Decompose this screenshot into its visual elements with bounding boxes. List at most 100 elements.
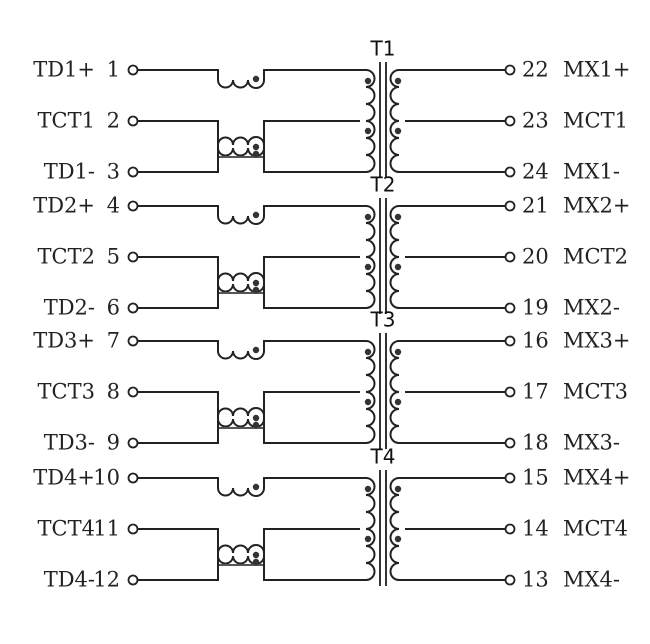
right-signal-name: MX4+ (563, 466, 630, 490)
pin-terminal (127, 251, 139, 263)
right-pin-number: 16 (522, 329, 549, 353)
pin-terminal (504, 523, 516, 535)
right-pin-number: 17 (522, 380, 549, 404)
left-signal-name: TD4- (44, 568, 95, 592)
pin-terminal (504, 335, 516, 347)
left-signal-name: TD4+ (33, 466, 95, 490)
polarity-dot (252, 211, 260, 219)
secondary-winding (389, 205, 405, 309)
right-signal-name: MCT4 (563, 517, 628, 541)
pin-terminal (504, 64, 516, 76)
pin-terminal (504, 166, 516, 178)
left-signal-name: TD3+ (33, 329, 95, 353)
choke-lower-winding (137, 407, 360, 444)
pin-terminal (504, 302, 516, 314)
polarity-dot (364, 398, 372, 406)
primary-winding (360, 340, 376, 444)
choke-upper-winding (137, 120, 360, 157)
left-signal-name: TD3- (44, 431, 95, 455)
polarity-dot (252, 414, 260, 422)
right-pin-number: 14 (522, 517, 549, 541)
transformer-label: T4 (370, 445, 396, 469)
polarity-dot (252, 483, 260, 491)
secondary-winding (389, 69, 405, 173)
pin-terminal (504, 200, 516, 212)
right-pin-number: 15 (522, 466, 549, 490)
pin-terminal (127, 472, 139, 484)
left-pin-number: 12 (93, 568, 120, 592)
right-signal-name: MX3- (563, 431, 620, 455)
choke-upper-winding (137, 528, 360, 565)
polarity-dot (252, 143, 260, 151)
choke-lower-winding (137, 136, 360, 173)
polarity-dot (252, 346, 260, 354)
left-signal-name: TCT4 (38, 517, 95, 541)
secondary-winding (389, 340, 405, 444)
left-pin-number: 1 (107, 58, 120, 82)
pin-terminal (127, 523, 139, 535)
pin-terminal (127, 302, 139, 314)
right-signal-name: MX4- (563, 568, 620, 592)
polarity-dot (364, 213, 372, 221)
primary-winding (360, 477, 376, 581)
polarity-dot (252, 286, 260, 294)
choke-lower-winding (137, 272, 360, 309)
pin-terminal (504, 251, 516, 263)
pin-terminal (127, 574, 139, 586)
left-pin-number: 4 (107, 194, 120, 218)
pin-terminal (127, 200, 139, 212)
right-pin-number: 18 (522, 431, 549, 455)
polarity-dot (364, 263, 372, 271)
polarity-dot (394, 485, 402, 493)
choke-upper-winding (137, 391, 360, 428)
polarity-dot (394, 213, 402, 221)
left-pin-number: 5 (107, 245, 120, 269)
polarity-dot (364, 535, 372, 543)
left-signal-name: TD2+ (33, 194, 95, 218)
right-pin-number: 20 (522, 245, 549, 269)
polarity-dot (364, 127, 372, 135)
right-signal-name: MX1- (563, 160, 620, 184)
left-signal-name: TCT3 (38, 380, 95, 404)
polarity-dot (252, 421, 260, 429)
transformer-label: T2 (370, 173, 396, 197)
polarity-dot (364, 77, 372, 85)
polarity-dot (252, 279, 260, 287)
polarity-dot (394, 535, 402, 543)
pin-terminal (504, 437, 516, 449)
right-signal-name: MX2- (563, 296, 620, 320)
right-pin-number: 21 (522, 194, 549, 218)
pin-terminal (127, 166, 139, 178)
pin-terminal (127, 115, 139, 127)
series-inductor (137, 205, 360, 225)
right-pin-number: 24 (522, 160, 549, 184)
left-pin-number: 6 (107, 296, 120, 320)
primary-winding (360, 205, 376, 309)
left-signal-name: TD1+ (33, 58, 95, 82)
polarity-dot (364, 348, 372, 356)
pin-terminal (504, 472, 516, 484)
right-signal-name: MX2+ (563, 194, 630, 218)
polarity-dot (394, 263, 402, 271)
series-inductor (137, 340, 360, 360)
left-pin-number: 11 (93, 517, 120, 541)
pin-terminal (504, 574, 516, 586)
pin-terminal (127, 437, 139, 449)
pin-terminal (127, 335, 139, 347)
polarity-dot (394, 127, 402, 135)
right-signal-name: MCT1 (563, 109, 628, 133)
polarity-dot (252, 551, 260, 559)
choke-upper-winding (137, 256, 360, 293)
series-inductor (137, 477, 360, 497)
polarity-dot (394, 398, 402, 406)
left-pin-number: 3 (107, 160, 120, 184)
right-signal-name: MCT2 (563, 245, 628, 269)
right-pin-number: 19 (522, 296, 549, 320)
pin-terminal (127, 386, 139, 398)
left-signal-name: TCT1 (38, 109, 95, 133)
right-signal-name: MX1+ (563, 58, 630, 82)
